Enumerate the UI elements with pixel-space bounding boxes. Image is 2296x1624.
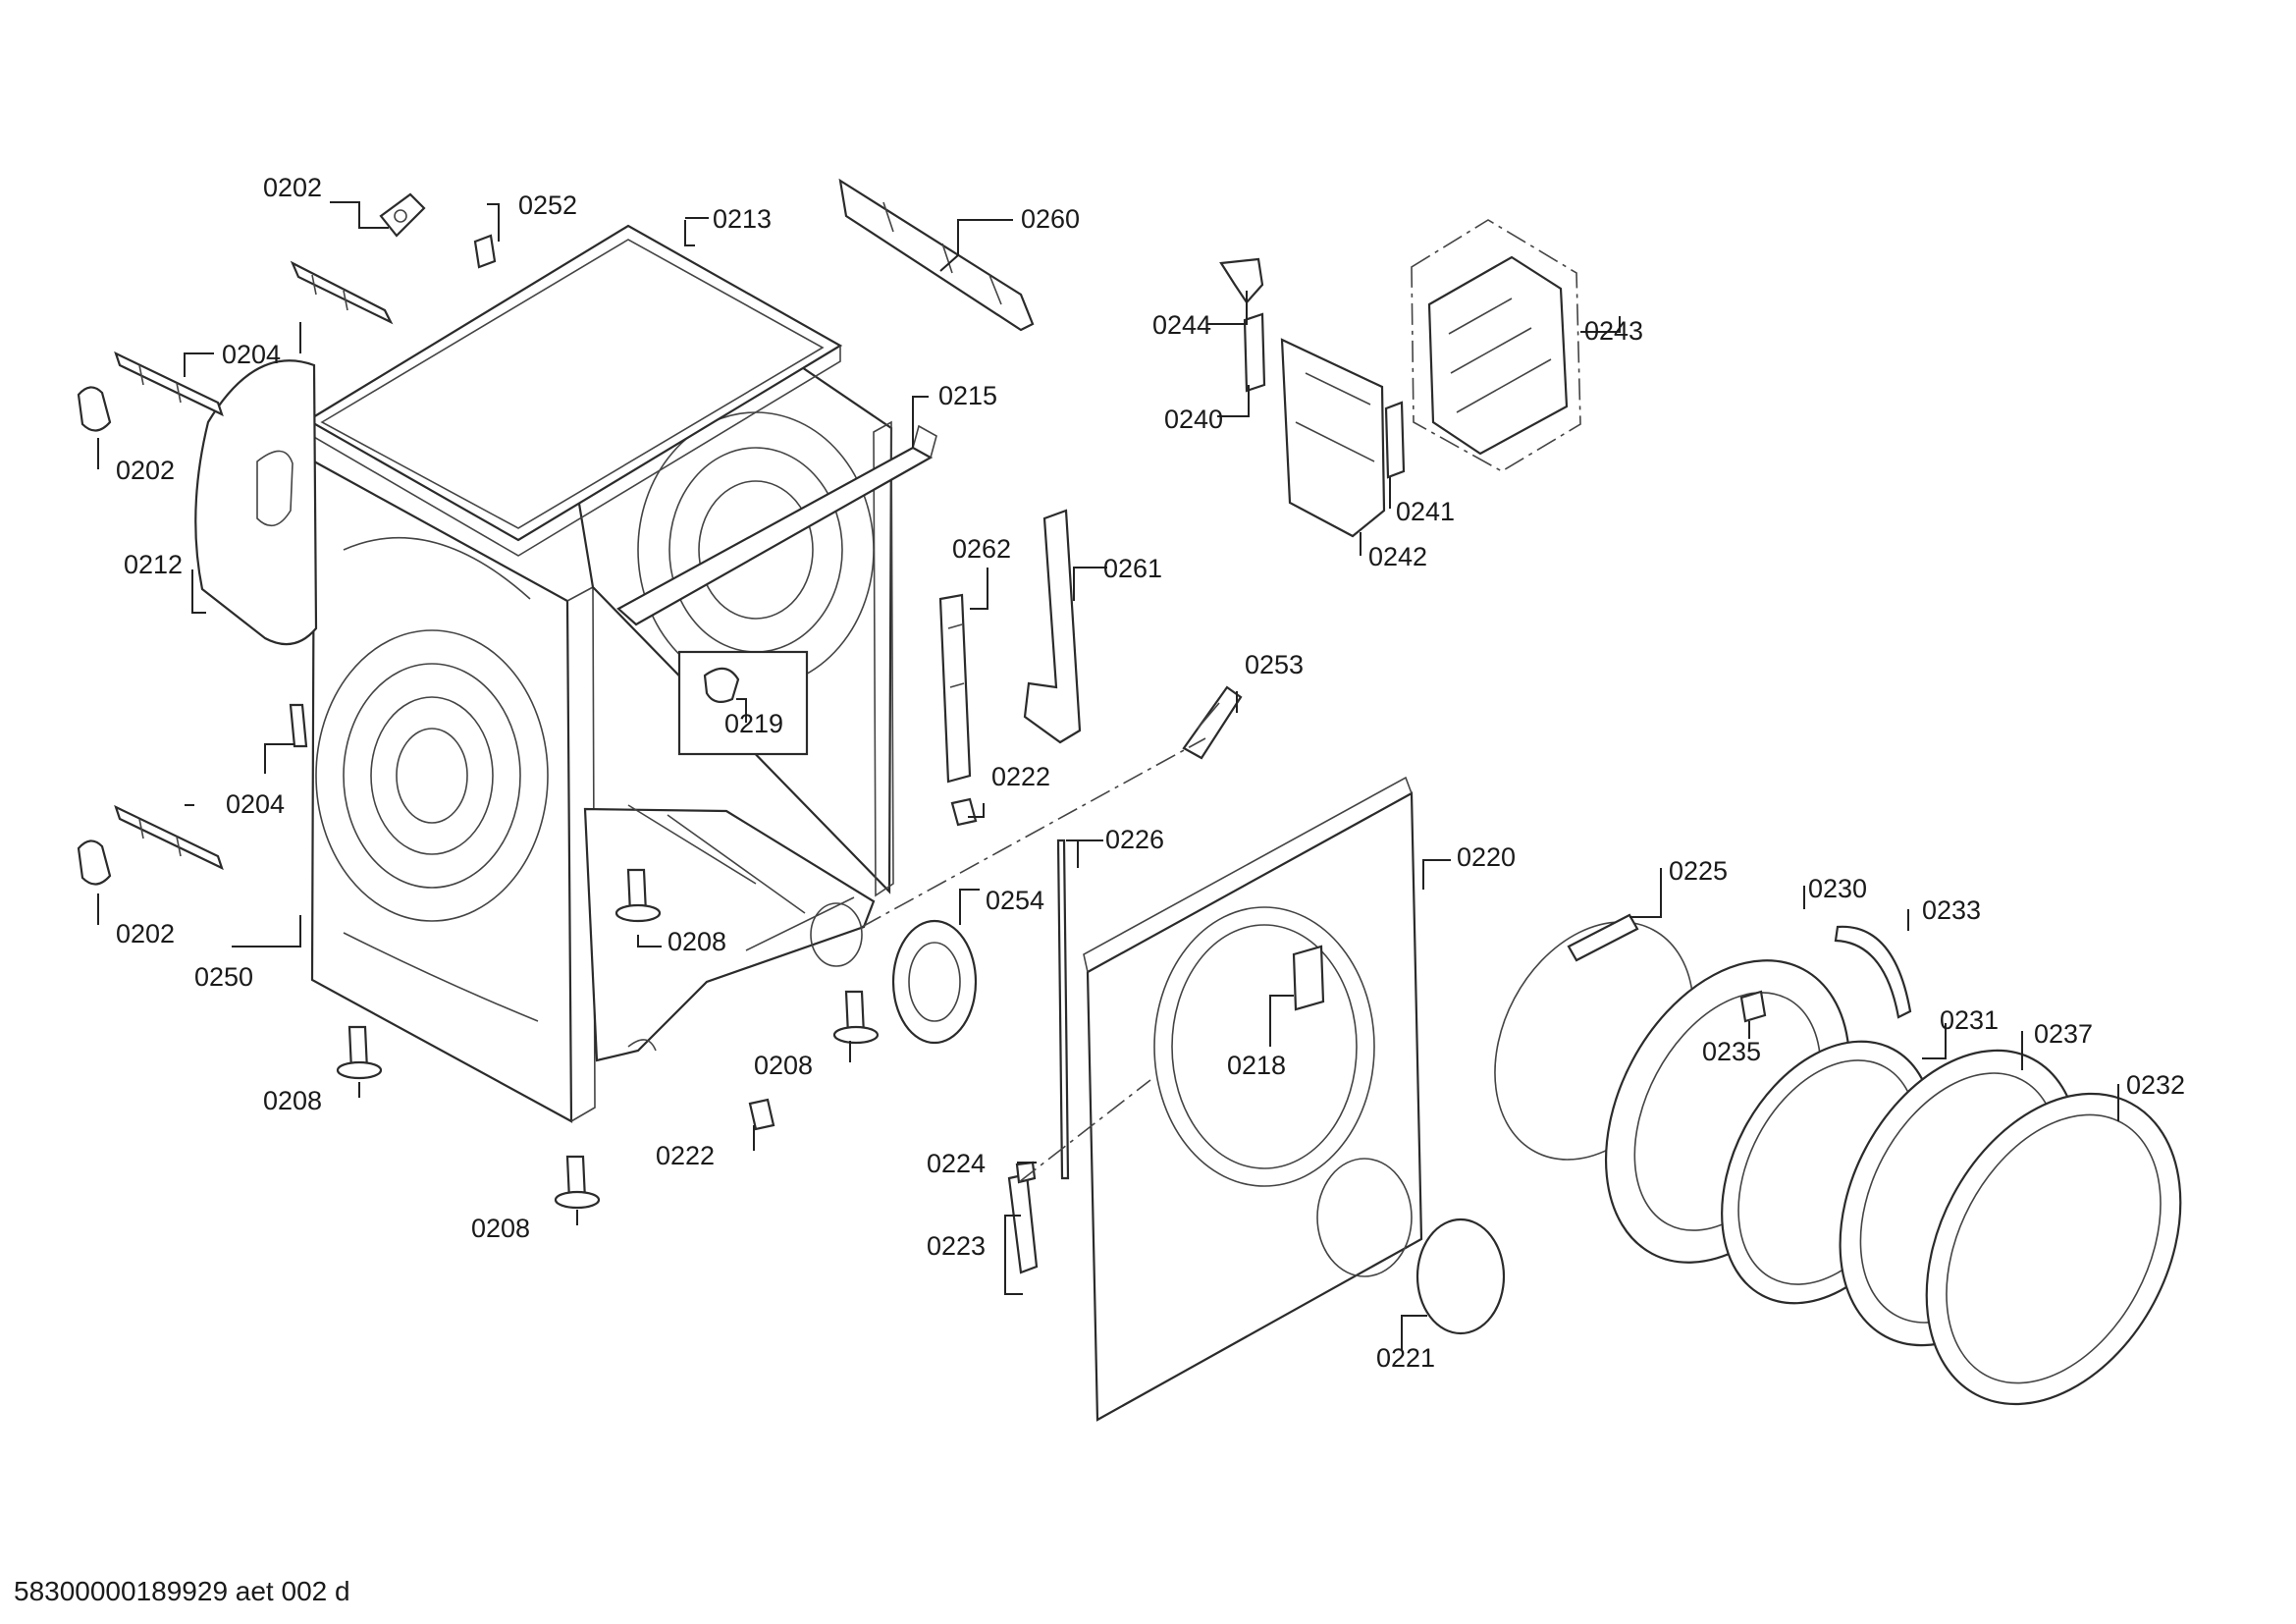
callout-0220: 0220 xyxy=(1457,842,1516,872)
electronics-housing-0242 xyxy=(1280,338,1386,538)
callout-0254: 0254 xyxy=(986,886,1044,915)
callout-0208-a: 0208 xyxy=(667,927,726,956)
bumper-0222-lower xyxy=(748,1098,775,1131)
front-panel xyxy=(1083,776,1423,1422)
callout-0261: 0261 xyxy=(1103,554,1162,583)
callout-0202-mid: 0202 xyxy=(116,456,175,485)
callout-0222-upper: 0222 xyxy=(991,762,1050,791)
foot-cap-0202-lower xyxy=(77,839,112,886)
shock-absorber-0204-lower xyxy=(114,804,224,871)
callout-0262: 0262 xyxy=(952,534,1011,564)
callout-0221: 0221 xyxy=(1376,1343,1435,1373)
ring-0254 xyxy=(891,919,978,1045)
shock-absorber-0202-top xyxy=(379,192,426,238)
callout-0231: 0231 xyxy=(1940,1005,1999,1035)
callout-0244: 0244 xyxy=(1152,310,1211,340)
control-module-0243 xyxy=(1411,219,1581,472)
connector-0240 xyxy=(1243,312,1266,393)
shock-absorber-0204-top xyxy=(290,260,394,325)
callout-0240: 0240 xyxy=(1164,405,1223,434)
handle-0223 xyxy=(1007,1172,1039,1274)
callout-0208-b: 0208 xyxy=(754,1051,813,1080)
callout-0253: 0253 xyxy=(1245,650,1304,679)
adjustable-foot-3 xyxy=(336,1025,383,1080)
bracket-0261 xyxy=(1023,509,1082,744)
callout-0219: 0219 xyxy=(724,709,783,738)
rear-cover-panel xyxy=(194,359,318,646)
callout-0260: 0260 xyxy=(1021,204,1080,234)
callout-0230: 0230 xyxy=(1808,874,1867,903)
adjustable-foot-2 xyxy=(832,990,880,1045)
leader-lines xyxy=(97,201,2119,1351)
callout-0226: 0226 xyxy=(1105,825,1164,854)
bracket-0262 xyxy=(938,593,972,784)
callout-0202-top: 0202 xyxy=(263,173,322,202)
adjustable-foot-1 xyxy=(614,868,662,923)
callout-0243: 0243 xyxy=(1584,316,1643,346)
callout-0222-lower: 0222 xyxy=(656,1141,715,1170)
callout-0252: 0252 xyxy=(518,190,577,220)
assembly-axis-line-2 xyxy=(1018,1079,1151,1183)
callout-0250: 0250 xyxy=(194,962,253,992)
callout-0218: 0218 xyxy=(1227,1051,1286,1080)
callout-0225: 0225 xyxy=(1669,856,1728,886)
callout-0232: 0232 xyxy=(2126,1070,2185,1100)
rod-0226 xyxy=(1056,839,1070,1180)
callout-0202-lower: 0202 xyxy=(116,919,175,948)
callout-0208-c: 0208 xyxy=(263,1086,322,1115)
shock-absorber-0204-mid xyxy=(114,351,224,417)
callout-0241: 0241 xyxy=(1396,497,1455,526)
callout-0204-top: 0204 xyxy=(222,340,281,369)
callout-0204-lower: 0204 xyxy=(226,789,285,819)
rail-0260 xyxy=(838,178,1035,332)
sensor-0244 xyxy=(1219,257,1264,304)
spacer-0252 xyxy=(473,234,497,269)
clip-0219 xyxy=(677,650,809,756)
callout-0215: 0215 xyxy=(938,381,997,410)
service-cap-0221 xyxy=(1415,1218,1506,1335)
assembly-axis-line xyxy=(861,737,1206,928)
callout-0233: 0233 xyxy=(1922,895,1981,925)
callout-labels: 0202 0252 0213 0260 0204 0202 0215 0212 … xyxy=(116,173,2185,1373)
callout-0242: 0242 xyxy=(1368,542,1427,571)
callout-0235: 0235 xyxy=(1702,1037,1761,1066)
hinge-0233 xyxy=(1834,925,1912,1019)
terminal-0241 xyxy=(1384,401,1406,479)
callout-0223: 0223 xyxy=(927,1231,986,1261)
callout-0237: 0237 xyxy=(2034,1019,2093,1049)
callout-0224: 0224 xyxy=(927,1149,986,1178)
door-trim-0232 xyxy=(1925,1092,2182,1406)
drawing-code: 58300000189929 aet 002 d xyxy=(14,1576,350,1606)
side-damper-bolt xyxy=(289,703,308,748)
callout-0208-d: 0208 xyxy=(471,1214,530,1243)
bracket-0253 xyxy=(1182,685,1243,760)
callout-0212: 0212 xyxy=(124,550,183,579)
foot-cap-0202-mid xyxy=(77,386,112,432)
bumper-0222-upper xyxy=(950,797,978,827)
hinge-pin-0235 xyxy=(1739,990,1767,1023)
callout-0213: 0213 xyxy=(713,204,772,234)
adjustable-foot-4 xyxy=(554,1155,601,1210)
